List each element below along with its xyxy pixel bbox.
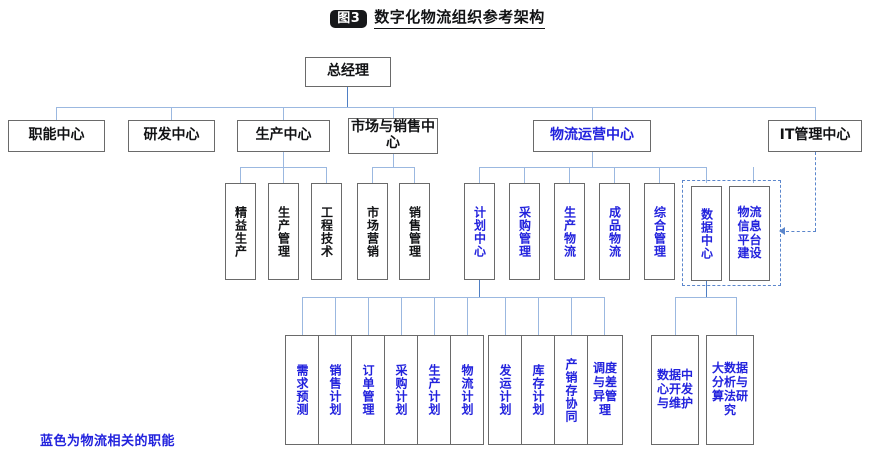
node-demand-forecast[interactable]: 需求预测 [285, 335, 319, 445]
node-it-management-center[interactable]: IT管理中心 [768, 120, 862, 152]
node-purchase-plan[interactable]: 采购计划 [384, 335, 418, 445]
connector-drop-finishedlog [614, 167, 616, 183]
figure-title: 图3 数字化物流组织参考架构 [0, 8, 875, 29]
connector-drop-general [659, 167, 661, 183]
node-logistics-info-platform[interactable]: 物流信息平台建设 [729, 186, 770, 281]
connector-drop-bigdata [736, 297, 738, 335]
figure-number-badge: 图3 [330, 9, 368, 28]
connector-drop-marketing [372, 167, 374, 183]
node-general-management[interactable]: 综合管理 [644, 183, 675, 280]
connector-drop-purchase [524, 167, 526, 183]
node-planning-center[interactable]: 计划中心 [464, 183, 495, 280]
connector-drop-shipplan [505, 297, 507, 335]
connector-level2-bus [56, 107, 815, 109]
dashed-link-arrowhead-icon [779, 227, 785, 235]
connector-drop-it [815, 107, 817, 120]
node-data-center-dev-maintenance[interactable]: 数据中心开发与维护 [651, 335, 699, 445]
connector-drop-logistics [592, 107, 594, 120]
connector-logistics-stem [592, 152, 594, 167]
node-rnd-center[interactable]: 研发中心 [128, 120, 215, 152]
connector-drop-prod [283, 107, 285, 120]
node-functional-center[interactable]: 职能中心 [8, 120, 105, 152]
connector-drop-prodlog [569, 167, 571, 183]
node-dispatch-variance-management[interactable]: 调度与差异管理 [587, 335, 623, 445]
dashed-link-it-horizontal [786, 231, 816, 232]
connector-plancenter-stem [479, 280, 481, 297]
node-shipping-plan[interactable]: 发运计划 [488, 335, 522, 445]
connector-prod-stem [283, 152, 285, 167]
node-purchase-management[interactable]: 采购管理 [509, 183, 540, 280]
page-title: 数字化物流组织参考架构 [374, 8, 545, 29]
connector-sales-bus [372, 167, 415, 169]
node-finished-goods-logistics[interactable]: 成品物流 [599, 183, 630, 280]
node-market-marketing[interactable]: 市场营销 [357, 183, 388, 280]
connector-drop-purchaseplan [401, 297, 403, 335]
node-general-manager[interactable]: 总经理 [305, 57, 391, 87]
node-data-center[interactable]: 数据中心 [691, 186, 722, 281]
connector-drop-plancenter [479, 167, 481, 183]
connector-logistics-bus [479, 167, 706, 169]
node-marketing-sales-center[interactable]: 市场与销售中心 [348, 118, 438, 154]
connector-datacenter-stem [706, 281, 708, 297]
node-sales-plan[interactable]: 销售计划 [318, 335, 352, 445]
connector-drop-psi [571, 297, 573, 335]
node-logistics-plan[interactable]: 物流计划 [450, 335, 484, 445]
connector-drop-dcdev [675, 297, 677, 335]
connector-drop-salesmgmt [414, 167, 416, 183]
connector-drop-engtech [326, 167, 328, 183]
node-lean-production[interactable]: 精益生产 [225, 183, 256, 280]
connector-drop-dispatch [604, 297, 606, 335]
connector-gm-stem [347, 87, 349, 107]
connector-drop-datacenter [706, 167, 708, 183]
connector-drop-rnd [171, 107, 173, 120]
connector-drop-sales [393, 107, 395, 120]
node-psi-collaboration[interactable]: 产销存协同 [554, 335, 588, 445]
connector-drop-prodmgmt [283, 167, 285, 183]
connector-drop-order [368, 297, 370, 335]
node-production-center[interactable]: 生产中心 [237, 120, 330, 152]
connector-drop-logplatform [753, 167, 755, 183]
dashed-link-it-vertical [815, 152, 816, 231]
connector-drop-logplan [467, 297, 469, 335]
connector-drop-salesplan [335, 297, 337, 335]
connector-drop-invplan [538, 297, 540, 335]
connector-drop-prodplan [434, 297, 436, 335]
node-production-logistics[interactable]: 生产物流 [554, 183, 585, 280]
node-order-management[interactable]: 订单管理 [351, 335, 385, 445]
node-sales-management[interactable]: 销售管理 [399, 183, 430, 280]
node-production-management[interactable]: 生产管理 [268, 183, 299, 280]
connector-drop-demand [302, 297, 304, 335]
connector-sales-stem [393, 154, 395, 167]
connector-drop-func [56, 107, 58, 120]
legend-note: 蓝色为物流相关的职能 [40, 434, 176, 449]
node-bigdata-analytics-algorithm[interactable]: 大数据分析与算法研究 [706, 335, 754, 445]
connector-level4-bus-left [302, 297, 604, 299]
node-production-plan[interactable]: 生产计划 [417, 335, 451, 445]
connector-level4-bus-right [675, 297, 737, 299]
connector-drop-lean [240, 167, 242, 183]
node-engineering-technology[interactable]: 工程技术 [311, 183, 342, 280]
node-logistics-operation-center[interactable]: 物流运营中心 [533, 120, 651, 152]
node-inventory-plan[interactable]: 库存计划 [521, 335, 555, 445]
